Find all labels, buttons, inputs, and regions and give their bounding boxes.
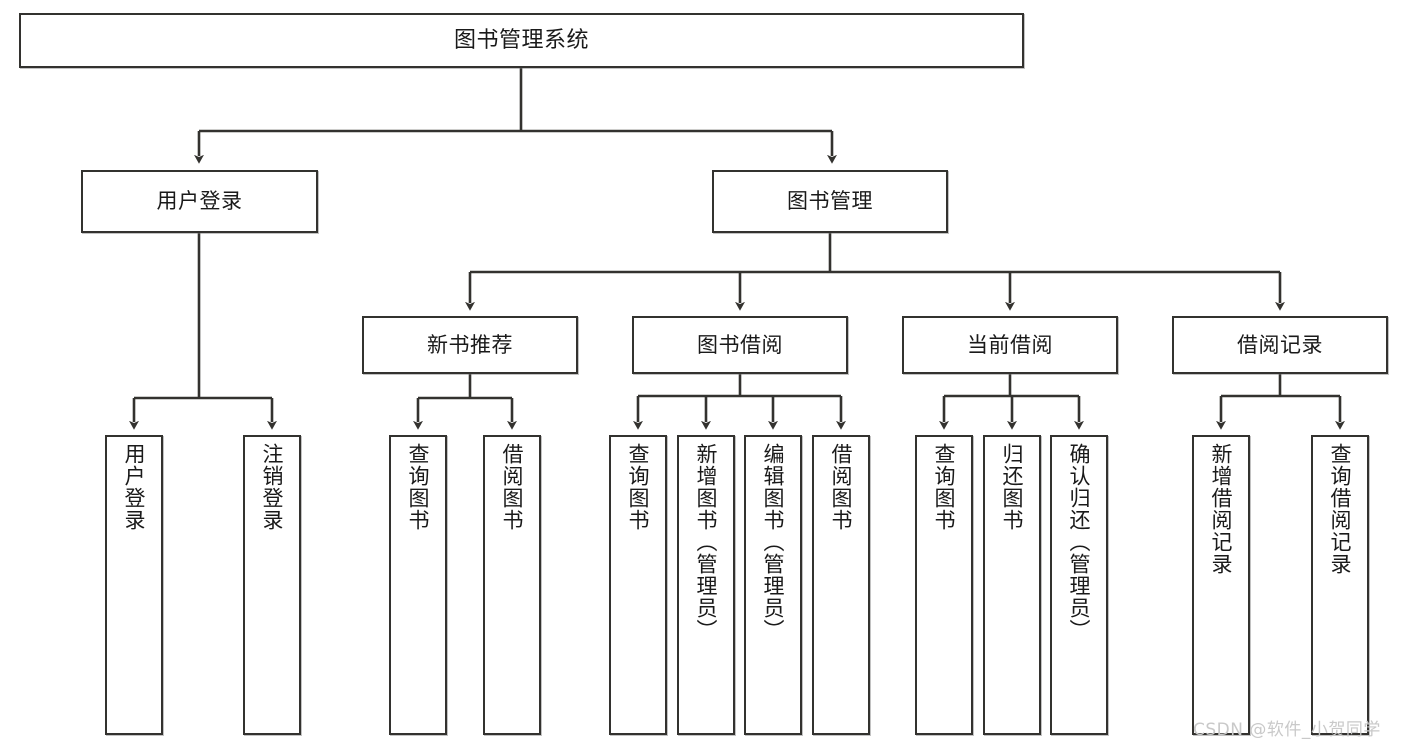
node-user-login[interactable]: 用户登录 <box>81 170 318 233</box>
node-label: 归还图书 <box>1000 443 1025 531</box>
node-label: 新书推荐 <box>427 332 513 357</box>
node-label: 借阅图书 <box>829 443 854 531</box>
node-label: 查询图书 <box>626 443 651 531</box>
node-root-book-management-system[interactable]: 图书管理系统 <box>19 13 1024 68</box>
node-label: 图书管理 <box>787 189 873 214</box>
node-label: 图书管理系统 <box>453 27 589 53</box>
node-label: 编辑图书（管理员） <box>761 443 786 641</box>
node-current-borrow[interactable]: 当前借阅 <box>902 316 1118 374</box>
node-label: 确认归还（管理员） <box>1067 443 1092 641</box>
node-leaf-borrow-book-1[interactable]: 借阅图书 <box>483 435 541 735</box>
node-label: 注销登录 <box>260 443 285 531</box>
node-label: 新增借阅记录 <box>1209 443 1234 575</box>
node-label: 查询图书 <box>406 443 431 531</box>
node-leaf-user-login[interactable]: 用户登录 <box>105 435 163 735</box>
node-label: 查询图书 <box>932 443 957 531</box>
node-leaf-query-book-2[interactable]: 查询图书 <box>609 435 667 735</box>
node-book-borrow[interactable]: 图书借阅 <box>632 316 848 374</box>
node-borrow-record[interactable]: 借阅记录 <box>1172 316 1388 374</box>
node-leaf-return-book[interactable]: 归还图书 <box>983 435 1041 735</box>
node-leaf-query-book-3[interactable]: 查询图书 <box>915 435 973 735</box>
node-leaf-query-record[interactable]: 查询借阅记录 <box>1311 435 1369 735</box>
node-label: 当前借阅 <box>967 332 1053 357</box>
node-label: 新增图书（管理员） <box>694 443 719 641</box>
node-label: 用户登录 <box>156 189 243 214</box>
node-leaf-logout[interactable]: 注销登录 <box>243 435 301 735</box>
node-leaf-confirm-return[interactable]: 确认归还（管理员） <box>1050 435 1108 735</box>
node-label: 用户登录 <box>122 443 147 531</box>
node-leaf-add-record[interactable]: 新增借阅记录 <box>1192 435 1250 735</box>
node-leaf-add-book[interactable]: 新增图书（管理员） <box>677 435 735 735</box>
node-label: 图书借阅 <box>697 332 783 357</box>
node-new-book-recommend[interactable]: 新书推荐 <box>362 316 578 374</box>
csdn-watermark: CSDN @软件_小贺同学 <box>1193 720 1381 740</box>
node-label: 查询借阅记录 <box>1328 443 1353 575</box>
node-leaf-borrow-book-2[interactable]: 借阅图书 <box>812 435 870 735</box>
node-label: 借阅记录 <box>1237 332 1323 357</box>
node-leaf-edit-book[interactable]: 编辑图书（管理员） <box>744 435 802 735</box>
node-leaf-query-book-1[interactable]: 查询图书 <box>389 435 447 735</box>
node-label: 借阅图书 <box>500 443 525 531</box>
node-book-management[interactable]: 图书管理 <box>712 170 948 233</box>
